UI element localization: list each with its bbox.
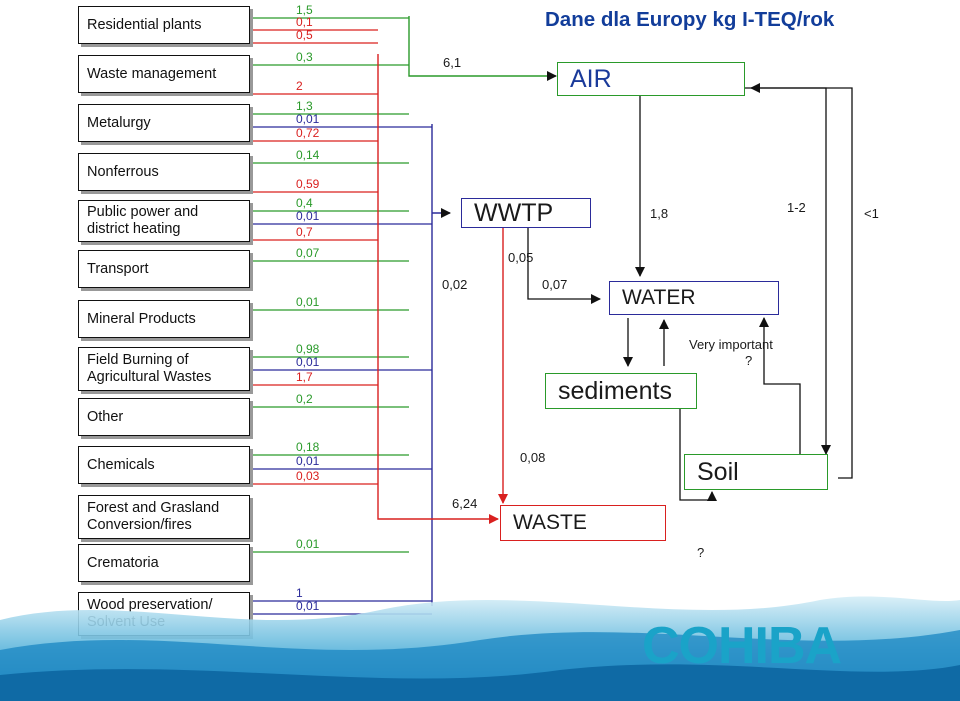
source-label: Nonferrous xyxy=(87,163,159,180)
source-value: 1,5 xyxy=(296,3,313,17)
source-box: Nonferrous xyxy=(78,153,250,191)
source-value: 1,3 xyxy=(296,99,313,113)
source-value: 0,01 xyxy=(296,295,320,309)
source-box: Other xyxy=(78,398,250,436)
source-value: 0,01 xyxy=(296,454,320,468)
source-value: 0,01 xyxy=(296,355,320,369)
source-box: Forest and Grasland Conversion/fires xyxy=(78,495,250,539)
source-label: Crematoria xyxy=(87,554,159,571)
air-node: AIR xyxy=(557,62,745,96)
source-label: Metalurgy xyxy=(87,114,151,131)
water-node: WATER xyxy=(609,281,779,315)
source-box: Residential plants xyxy=(78,6,250,44)
source-value: 1 xyxy=(296,586,303,600)
very-important-label: Very important xyxy=(689,337,773,352)
wwtp-node: WWTP xyxy=(461,198,591,228)
source-box: Field Burning of Agricultural Wastes xyxy=(78,347,250,391)
wwtp-waste-label: 0,08 xyxy=(520,450,546,465)
soil-to-water-line xyxy=(759,317,801,460)
source-value: 0,72 xyxy=(296,126,320,140)
source-value: 1,7 xyxy=(296,370,313,384)
water-in-label: 0,07 xyxy=(542,277,568,292)
source-label: Public power and district heating xyxy=(87,204,199,237)
soil-node: Soil xyxy=(684,454,828,490)
source-box: Chemicals xyxy=(78,446,250,484)
source-label: Other xyxy=(87,408,124,425)
question-mark-soil: ? xyxy=(745,353,753,368)
source-label: Mineral Products xyxy=(87,310,196,327)
air-water-label: 1,8 xyxy=(650,206,669,221)
source-value: 0,59 xyxy=(296,177,320,191)
wwtp-to-water-line xyxy=(527,228,601,304)
source-value: 0,5 xyxy=(296,28,313,42)
wwtp-in-label: 0,02 xyxy=(442,277,468,292)
source-value: 0,18 xyxy=(296,440,320,454)
source-label: Forest and Grasland Conversion/fires xyxy=(87,500,220,533)
sediments-to-soil-line xyxy=(679,406,717,501)
source-value: 0,98 xyxy=(296,342,320,356)
source-value: 0,14 xyxy=(296,148,320,162)
cohiba-logo: COHIBA xyxy=(642,616,842,676)
source-label: Residential plants xyxy=(87,16,202,33)
source-value: 0,7 xyxy=(296,225,313,239)
source-box: Crematoria xyxy=(78,544,250,582)
source-value: 0,2 xyxy=(296,392,313,406)
waste-node: WASTE xyxy=(500,505,666,541)
air-collector-line xyxy=(408,16,557,81)
source-label: Field Burning of Agricultural Wastes xyxy=(87,352,212,385)
waste-total-label: 6,24 xyxy=(452,496,478,511)
question-mark-sediments: ? xyxy=(697,545,705,560)
source-box: Transport xyxy=(78,250,250,288)
water-waves-background xyxy=(0,596,960,701)
source-value: 0,01 xyxy=(296,599,320,613)
source-value: 0,1 xyxy=(296,15,313,29)
source-value: 0,01 xyxy=(296,112,320,126)
soil-air-label: <1 xyxy=(864,206,879,221)
source-box: Waste management xyxy=(78,55,250,93)
source-value: 2 xyxy=(296,79,303,93)
logo-text: COHIBA xyxy=(642,617,842,675)
soil-to-air-line xyxy=(750,83,853,479)
source-value: 0,01 xyxy=(296,537,320,551)
source-label: Chemicals xyxy=(87,456,155,473)
wwtp-water-label: 0,05 xyxy=(508,250,534,265)
air-total-label: 6,1 xyxy=(443,55,462,70)
source-box: Mineral Products xyxy=(78,300,250,338)
source-value: 0,07 xyxy=(296,246,320,260)
air-to-soil-line xyxy=(744,87,831,455)
page-title: Dane dla Europy kg I-TEQ/rok xyxy=(545,8,835,31)
source-box: Metalurgy xyxy=(78,104,250,142)
source-value: 0,01 xyxy=(296,209,320,223)
air-soil-label: 1-2 xyxy=(787,200,806,215)
wwtp-collector-line xyxy=(431,124,450,606)
source-box: Public power and district heating xyxy=(78,200,250,242)
source-label: Transport xyxy=(87,260,149,277)
source-value: 0,3 xyxy=(296,50,313,64)
source-value: 0,03 xyxy=(296,469,320,483)
source-value: 0,4 xyxy=(296,196,313,210)
sediments-node: sediments xyxy=(545,373,697,409)
source-label: Waste management xyxy=(87,65,217,82)
waste-collector-line xyxy=(377,54,499,524)
